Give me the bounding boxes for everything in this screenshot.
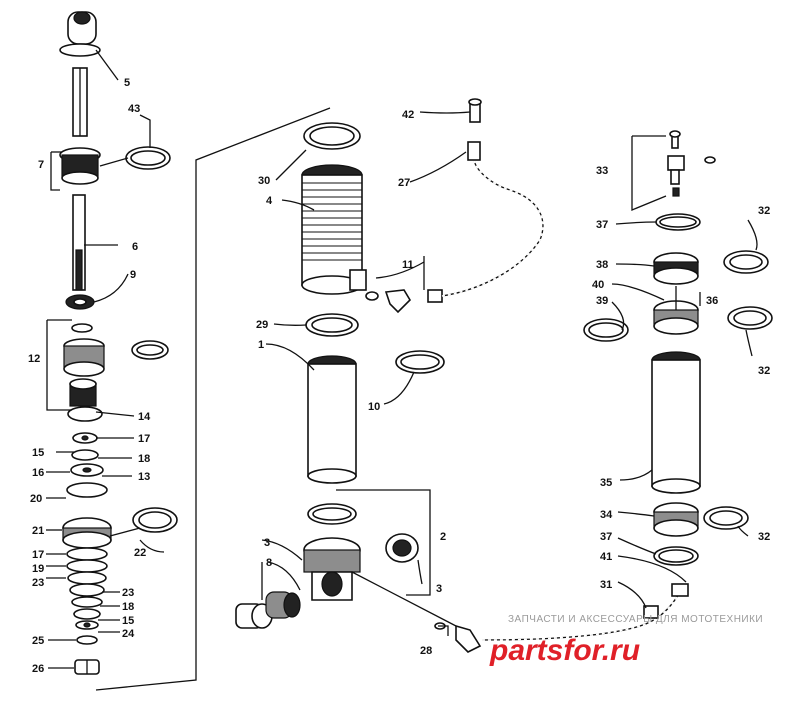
- callout-28: 28: [420, 645, 432, 657]
- left-stack-parts: [59, 11, 178, 675]
- center-assembly-parts: [235, 98, 544, 629]
- callout-42: 42: [402, 109, 414, 121]
- callout-5: 5: [124, 77, 130, 89]
- callout-29: 29: [256, 319, 268, 331]
- callout-33: 33: [596, 165, 608, 177]
- callout-16: 16: [32, 467, 44, 479]
- lower-hose: [351, 571, 681, 653]
- callout-23: 23: [32, 577, 44, 589]
- callout-37b: 37: [600, 531, 612, 543]
- callout-27: 27: [398, 177, 410, 189]
- callout-34: 34: [600, 509, 613, 521]
- callout-2: 2: [440, 531, 446, 543]
- watermark: ЗАПЧАСТИ И АКСЕССУАРЫ ДЛЯ МОТОТЕХНИКИ pa…: [489, 614, 763, 667]
- callout-4: 4: [266, 195, 273, 207]
- callout-43: 43: [128, 103, 140, 115]
- leader-lines: [46, 49, 758, 669]
- callout-6: 6: [132, 241, 138, 253]
- right-assembly-parts: [583, 130, 773, 597]
- callout-15: 15: [32, 447, 44, 459]
- callout-22: 22: [134, 547, 146, 559]
- callout-25: 25: [32, 635, 44, 647]
- callout-20: 20: [30, 493, 42, 505]
- watermark-brand: partsfor.ru: [489, 634, 640, 667]
- left-assembly-frame: [46, 107, 331, 691]
- watermark-tagline: ЗАПЧАСТИ И АКСЕССУАРЫ ДЛЯ МОТОТЕХНИКИ: [508, 614, 763, 625]
- callout-11: 11: [402, 259, 414, 271]
- callout-23b: 23: [122, 587, 134, 599]
- callout-7: 7: [38, 159, 44, 171]
- callout-18: 18: [138, 453, 150, 465]
- callout-37: 37: [596, 219, 608, 231]
- callout-30: 30: [258, 175, 270, 187]
- callout-21: 21: [32, 525, 44, 537]
- callout-39: 39: [596, 295, 608, 307]
- callout-8: 8: [266, 557, 272, 569]
- bracket-2: [336, 489, 431, 596]
- callout-17b: 17: [32, 549, 44, 561]
- callout-13: 13: [138, 471, 150, 483]
- callout-3b: 3: [436, 583, 442, 595]
- callout-35: 35: [600, 477, 612, 489]
- callout-1: 1: [258, 339, 264, 351]
- callout-17: 17: [138, 433, 150, 445]
- callout-9: 9: [130, 269, 136, 281]
- callout-12: 12: [28, 353, 40, 365]
- callout-15b: 15: [122, 615, 134, 627]
- callout-32: 32: [758, 205, 770, 217]
- callout-10: 10: [368, 401, 380, 413]
- callout-36: 36: [706, 295, 718, 307]
- callout-26: 26: [32, 663, 44, 675]
- callout-18b: 18: [122, 601, 134, 613]
- callout-38: 38: [596, 259, 608, 271]
- callout-labels: 5 43 7 6 9 12 14 17 15 18 16 13 20 21 22…: [28, 77, 770, 675]
- callout-31: 31: [600, 579, 612, 591]
- callout-3: 3: [264, 537, 270, 549]
- callout-40: 40: [592, 279, 604, 291]
- callout-24: 24: [122, 628, 135, 640]
- callout-32b: 32: [758, 365, 770, 377]
- callout-14: 14: [138, 411, 151, 423]
- callout-41: 41: [600, 551, 612, 563]
- callout-32c: 32: [758, 531, 770, 543]
- callout-19: 19: [32, 563, 44, 575]
